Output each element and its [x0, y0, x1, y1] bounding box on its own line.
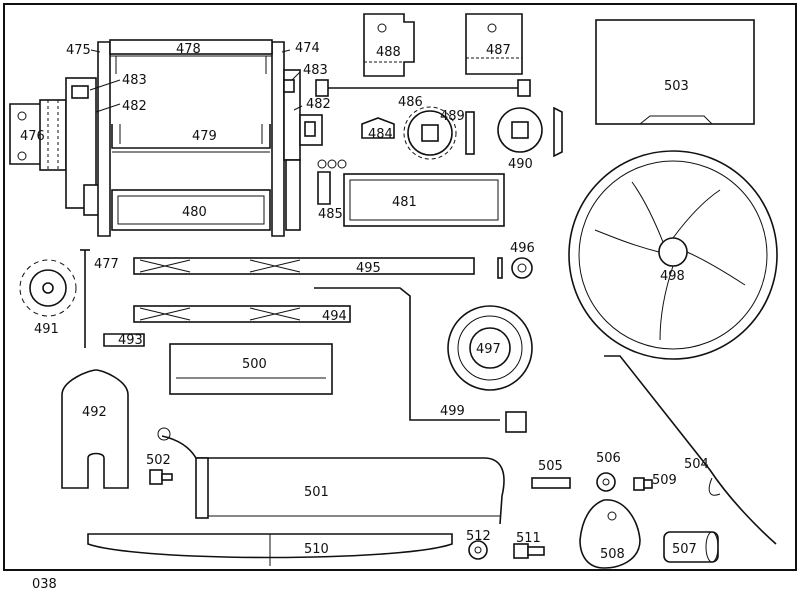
part-495-bar: [133, 257, 475, 275]
part-509-bolt: [633, 477, 653, 491]
part-491-starwheel: [19, 259, 77, 317]
label-501: 501: [304, 485, 329, 500]
part-500-block: [169, 343, 333, 395]
part-506-washer: [596, 472, 616, 492]
label-491: 491: [34, 322, 59, 337]
part-474-right-frame: [271, 41, 285, 237]
label-484: 484: [368, 127, 393, 142]
part-493-clip: [103, 333, 145, 347]
label-478: 478: [176, 42, 201, 57]
part-477-rod: [80, 249, 90, 348]
label-480: 480: [182, 205, 207, 220]
part-508-cam: [579, 499, 641, 569]
label-510: 510: [304, 542, 329, 557]
label-476: 476: [20, 129, 45, 144]
part-505-pin: [531, 477, 571, 489]
label-511: 511: [516, 531, 541, 546]
label-497: 497: [476, 342, 501, 357]
label-505: 505: [538, 459, 563, 474]
part-490-flange: [497, 106, 563, 158]
label-489: 489: [440, 109, 465, 124]
label-474: 474: [295, 41, 320, 56]
part-512-washer: [468, 540, 488, 560]
label-504: 504: [684, 457, 709, 472]
label-477: 477: [94, 257, 119, 272]
label-492: 492: [82, 405, 107, 420]
label-493: 493: [118, 333, 143, 348]
part-481-channel: [343, 173, 505, 227]
label-483a: 483: [122, 73, 147, 88]
label-506: 506: [596, 451, 621, 466]
part-487-plate: [465, 13, 523, 75]
part-497-pulley: [447, 305, 533, 391]
part-492-bracket: [61, 369, 129, 489]
label-503: 503: [664, 79, 689, 94]
part-486-shaft: [315, 79, 531, 97]
part-504-handle: [604, 355, 777, 545]
label-494: 494: [322, 309, 347, 324]
part-labels: 475 478 474 488 487 503 483 483 486 482 …: [20, 41, 709, 562]
label-495: 495: [356, 261, 381, 276]
part-499-crank: [314, 287, 500, 421]
plate-number: 038: [32, 577, 57, 592]
label-499: 499: [440, 404, 465, 419]
part-498-wheel: [568, 150, 778, 360]
label-500: 500: [242, 357, 267, 372]
label-479: 479: [192, 129, 217, 144]
label-496: 496: [510, 241, 535, 256]
part-485-chain: [317, 159, 347, 205]
leader-lines: [89, 49, 303, 113]
label-486: 486: [398, 95, 423, 110]
label-508: 508: [600, 547, 625, 562]
label-482b: 482: [306, 97, 331, 112]
part-480-bottom-rail: [111, 189, 271, 231]
part-478-top-rail: [109, 39, 273, 55]
part-484-bracket: [361, 117, 395, 139]
part-502-bolt: [149, 469, 173, 485]
label-483b: 483: [303, 63, 328, 78]
label-502: 502: [146, 453, 171, 468]
label-490: 490: [508, 157, 533, 172]
part-504-hook: [708, 477, 721, 496]
part-489-gear: [403, 106, 475, 160]
diagram-border: [3, 3, 797, 571]
part-501-frame: [157, 427, 505, 525]
label-475: 475: [66, 43, 91, 58]
label-488: 488: [376, 45, 401, 60]
part-507-sleeve: [663, 531, 719, 563]
part-475-left-frame: [97, 41, 111, 237]
label-485: 485: [318, 207, 343, 222]
label-487: 487: [486, 43, 511, 58]
part-510-blade: [87, 533, 453, 566]
part-479-drum: [111, 124, 271, 149]
label-498: 498: [660, 269, 685, 284]
part-503-box: [595, 19, 755, 125]
label-509: 509: [652, 473, 677, 488]
part-496-washer: [497, 257, 533, 279]
label-482a: 482: [122, 99, 147, 114]
winch-assembly: [9, 39, 323, 237]
label-507: 507: [672, 542, 697, 557]
label-512: 512: [466, 529, 491, 544]
part-488-plate: [363, 13, 415, 77]
part-511-bolt: [513, 543, 545, 559]
part-494-bar: [133, 305, 351, 323]
label-481: 481: [392, 195, 417, 210]
